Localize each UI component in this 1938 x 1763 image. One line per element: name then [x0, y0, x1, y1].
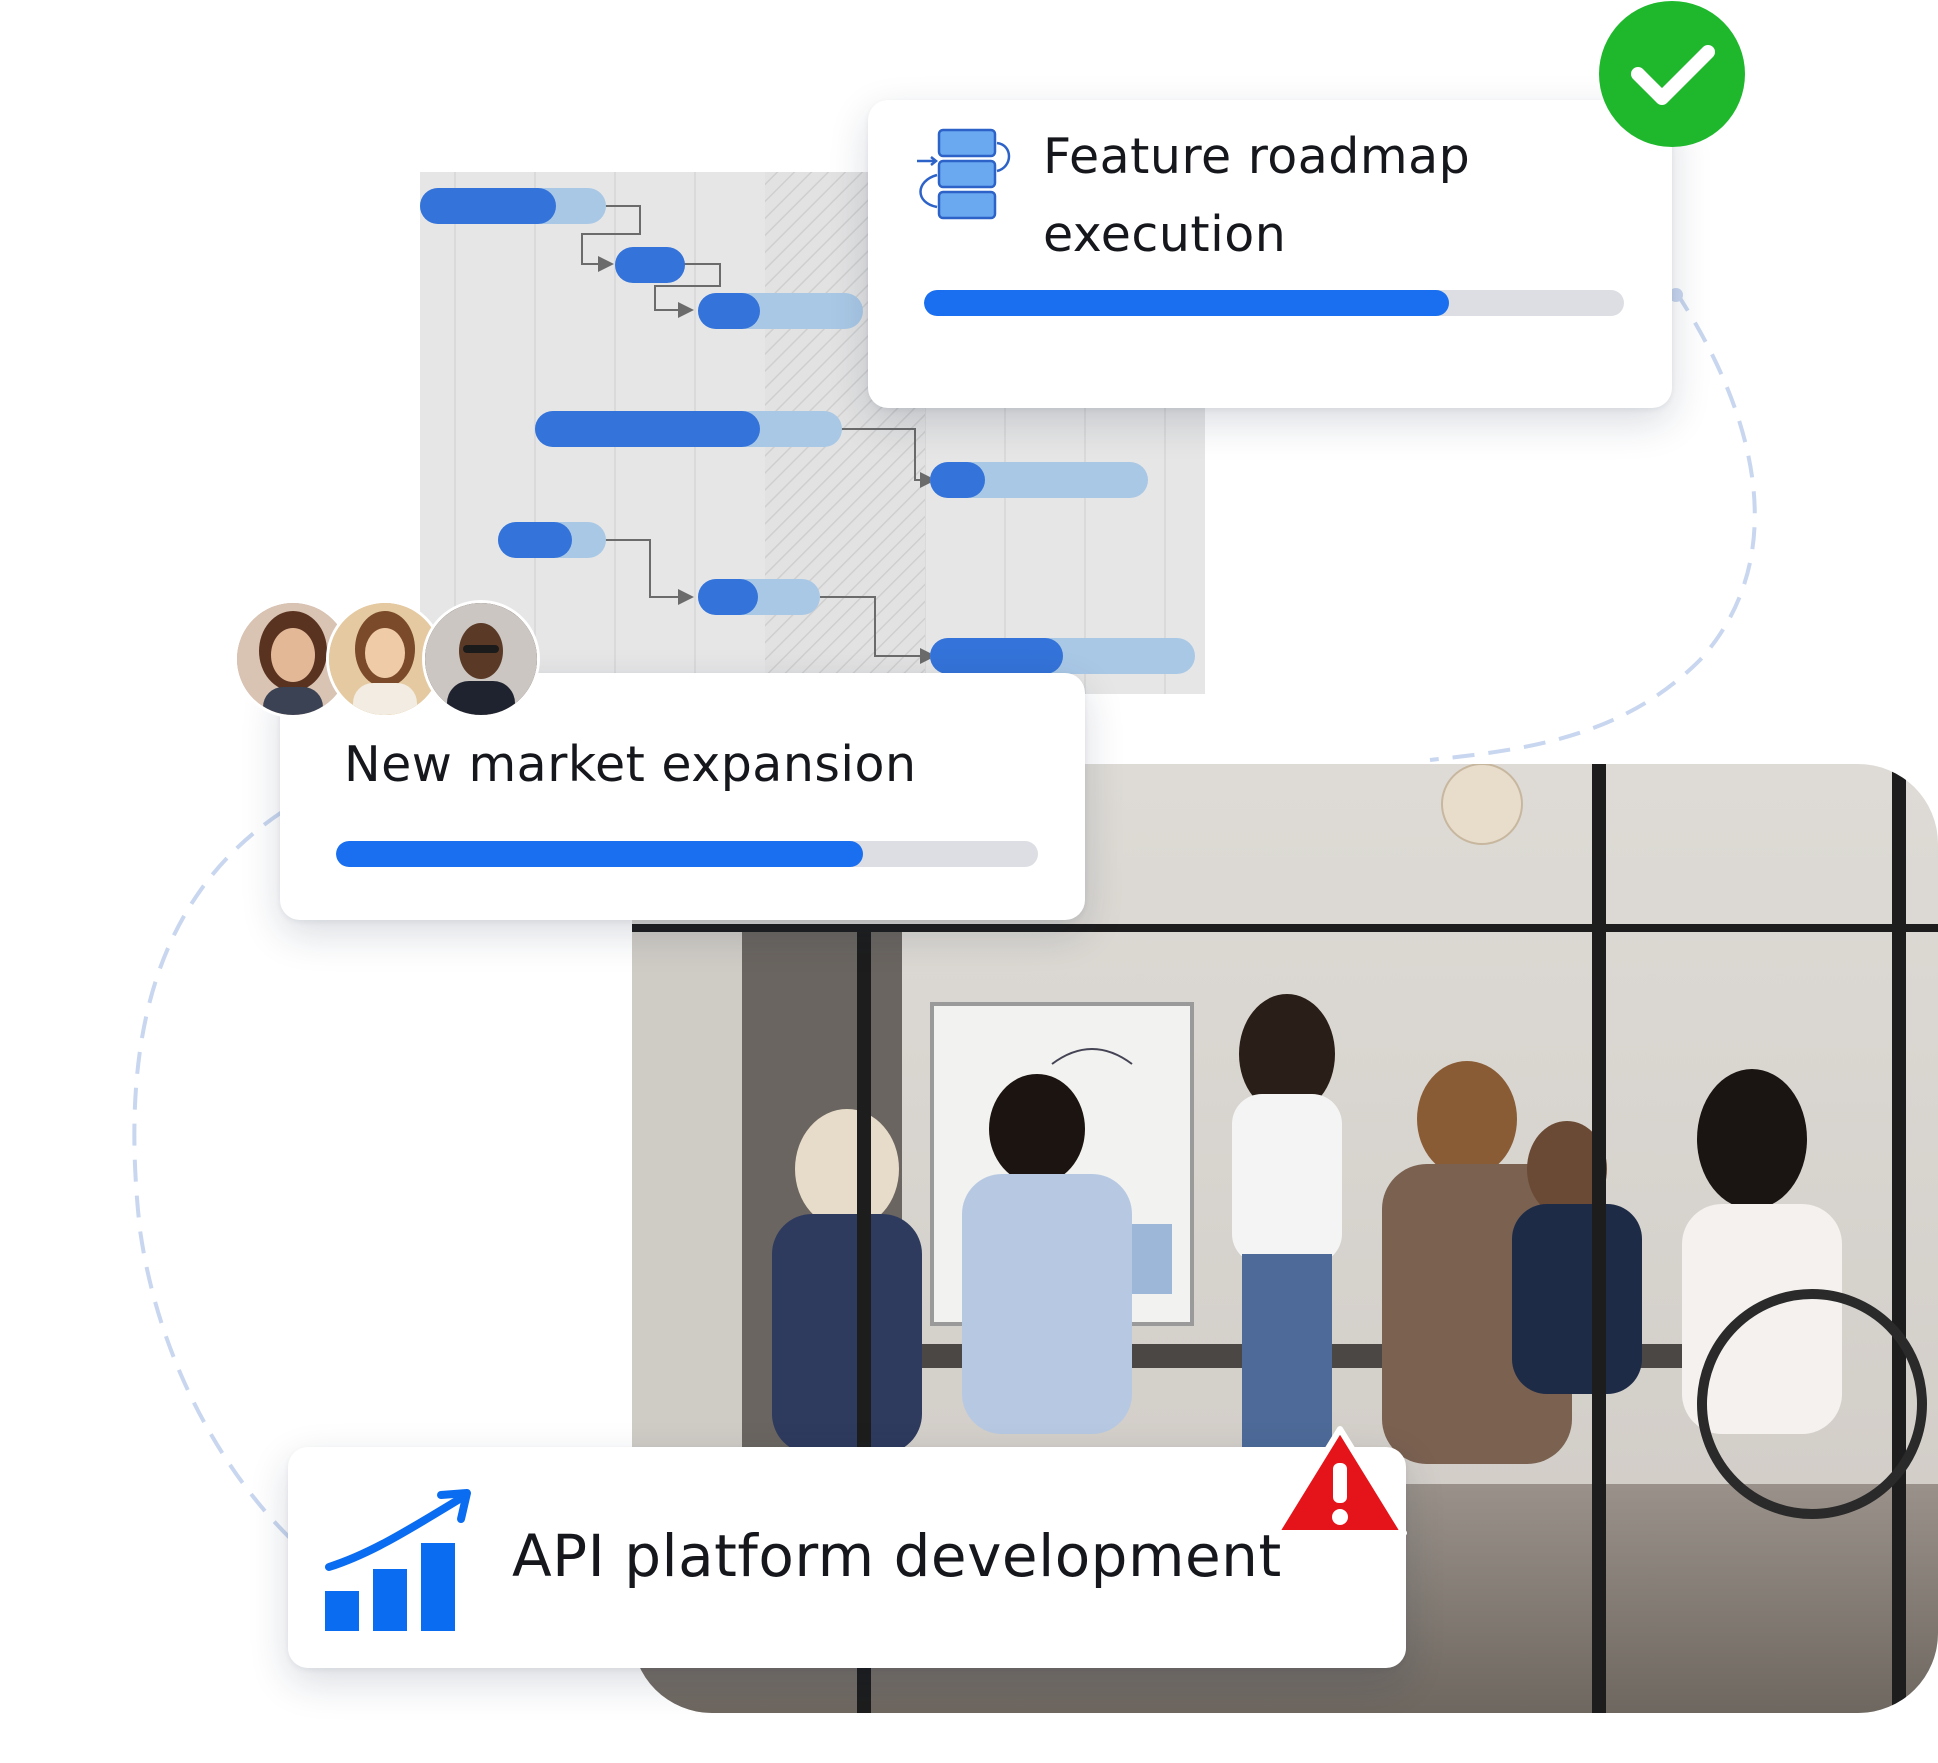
market-card[interactable]: New market expansion: [280, 673, 1085, 920]
gantt-bar: [420, 188, 556, 224]
gantt-bar: [698, 579, 758, 615]
gantt-bar: [930, 462, 985, 498]
gantt-bar: [930, 462, 1148, 498]
gantt-bar: [535, 411, 760, 447]
workflow-layers-icon: [917, 128, 1011, 220]
avatar: [422, 600, 540, 718]
gantt-bar: [498, 522, 572, 558]
gantt-bar: [930, 638, 1063, 674]
api-card[interactable]: API platform development: [288, 1447, 1406, 1668]
roadmap-card[interactable]: Feature roadmap execution: [868, 100, 1672, 408]
warning-triangle-icon: [1273, 1426, 1407, 1536]
team-meeting-photo: [632, 764, 1938, 1713]
card-title: API platform development: [512, 1522, 1282, 1590]
gantt-bar: [698, 293, 760, 329]
gantt-bar: [615, 247, 685, 283]
avatar-group: [234, 600, 544, 725]
check-circle-icon: [1599, 1, 1745, 147]
progress-fill: [924, 290, 1449, 316]
progress-bar: [336, 841, 1038, 867]
card-title: Feature roadmap execution: [1043, 128, 1471, 263]
progress-fill: [336, 841, 863, 867]
progress-bar: [924, 290, 1624, 316]
card-title: New market expansion: [344, 736, 917, 793]
growth-chart-icon: [325, 1489, 471, 1631]
